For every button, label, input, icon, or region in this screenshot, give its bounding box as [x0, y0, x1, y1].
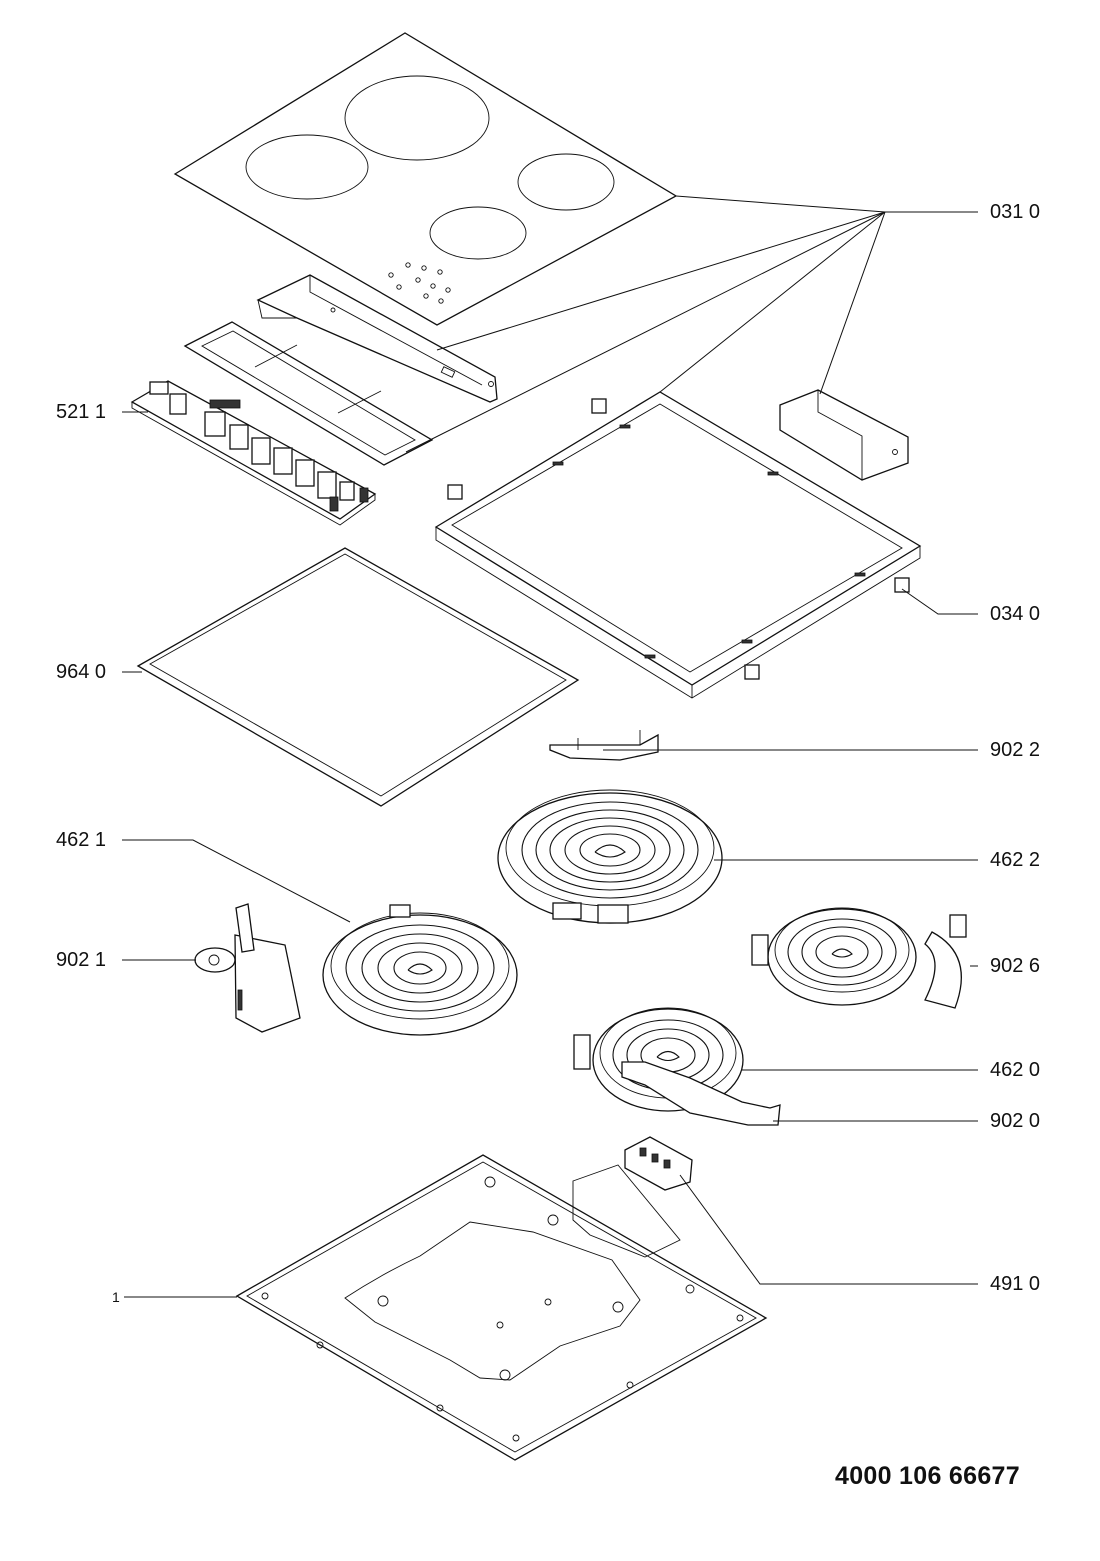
tray-mounting-points	[261, 1176, 744, 1442]
cooking-zone-large	[344, 75, 490, 161]
radiant-heater-medium	[322, 904, 518, 1036]
callout-521-1: 521 1	[56, 401, 107, 423]
callout-902-1: 902 1	[56, 949, 107, 971]
seal-gasket	[136, 547, 580, 807]
radiant-heater-small-right	[751, 907, 917, 1006]
electronic-control-board	[130, 380, 377, 526]
control-bracket	[256, 274, 498, 403]
heater-bracket-902-2	[549, 730, 659, 761]
document-number: 4000 106 66677	[835, 1462, 1020, 1490]
frame-clips	[447, 398, 910, 680]
heater-bracket-902-1	[194, 903, 301, 1033]
glass-cooktop-panel	[173, 32, 678, 326]
callout-491-0: 491 0	[990, 1273, 1041, 1295]
callout-902-0: 902 0	[990, 1110, 1041, 1132]
callout-964-0: 964 0	[56, 661, 107, 683]
rear-support-bracket	[779, 389, 909, 481]
callout-034-0: 034 0	[990, 603, 1041, 625]
callout-462-2: 462 2	[990, 849, 1041, 871]
heater-bracket-902-6	[924, 914, 967, 1009]
frame-slots	[552, 424, 866, 659]
cooking-zone-right	[517, 153, 615, 211]
callout-902-2: 902 2	[990, 739, 1041, 761]
callout-031-0: 031 0	[990, 201, 1041, 223]
heater-bracket-902-0	[621, 1061, 781, 1126]
leader-lines	[122, 195, 978, 1298]
cooking-zone-front	[429, 206, 527, 260]
cooktop-main-frame	[434, 391, 922, 699]
cooking-zone-left	[245, 134, 369, 200]
bottom-tray	[235, 1154, 768, 1461]
callout-1: 1	[112, 1289, 120, 1305]
control-frame	[183, 321, 434, 466]
callout-902-6: 902 6	[990, 955, 1041, 977]
touch-control-dots	[388, 262, 451, 304]
radiant-heater-large	[497, 789, 723, 924]
callout-462-1: 462 1	[56, 829, 107, 851]
terminal-block	[624, 1136, 693, 1191]
callout-462-0: 462 0	[990, 1059, 1041, 1081]
